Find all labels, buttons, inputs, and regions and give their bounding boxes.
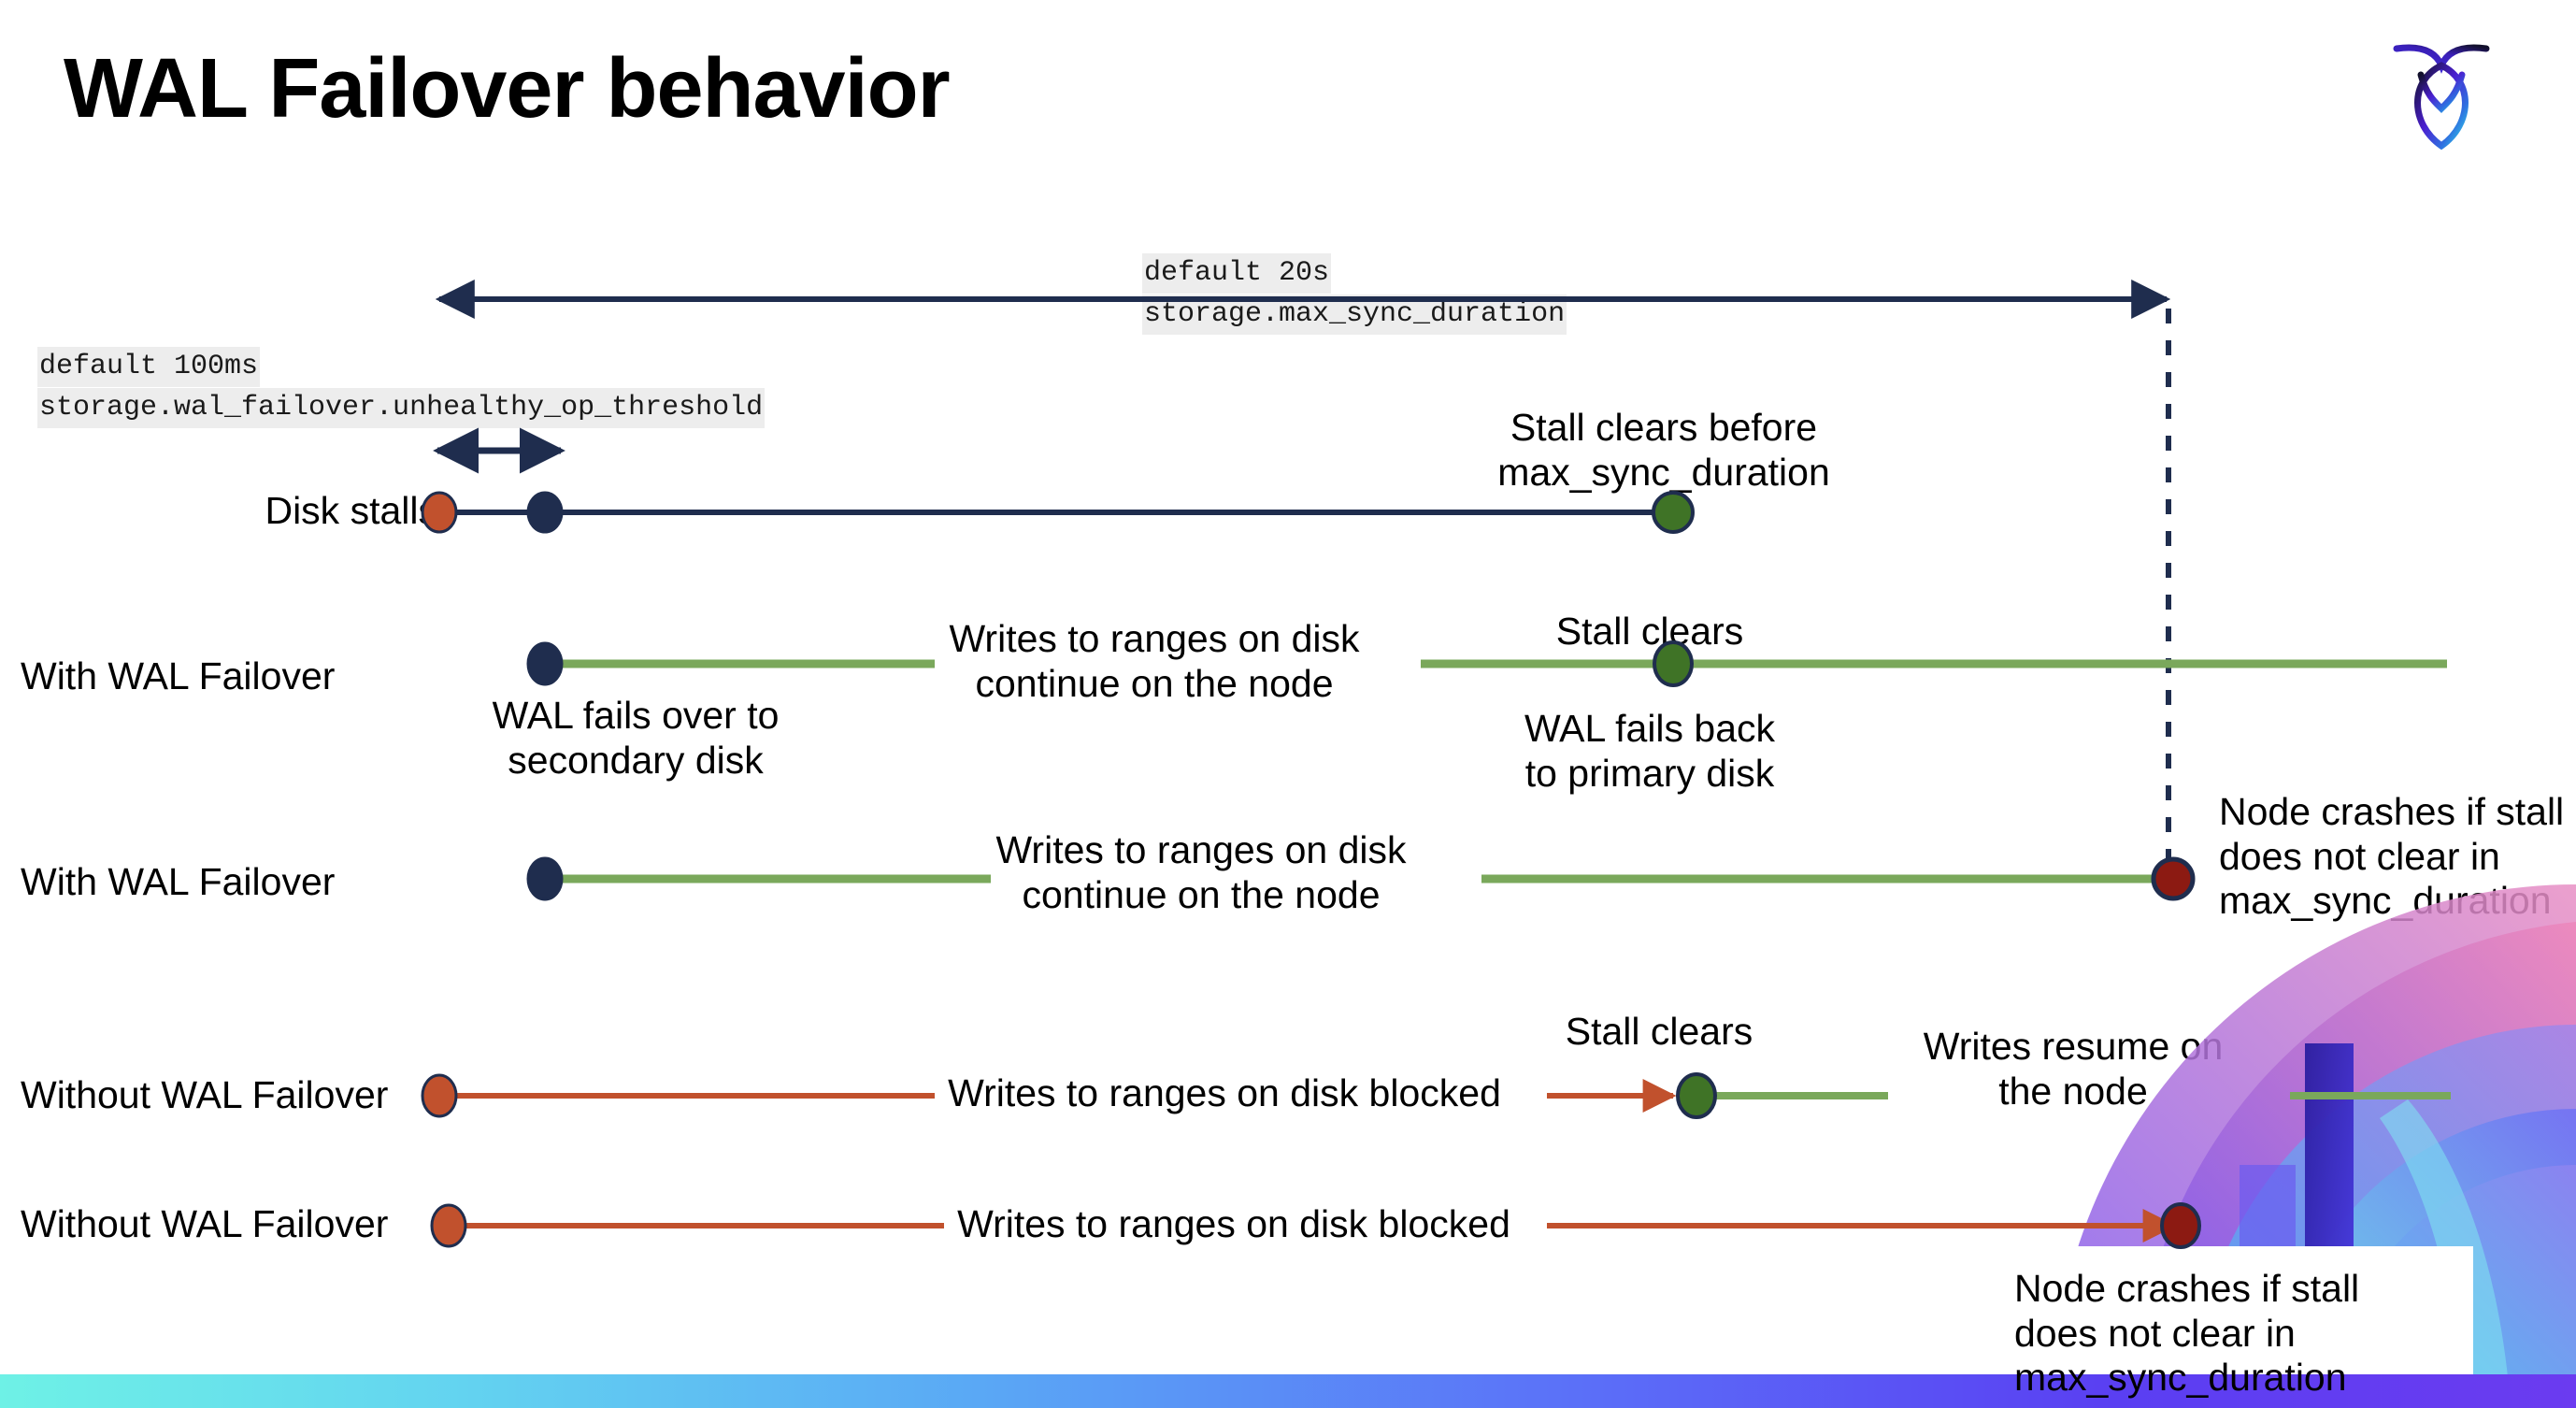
- note-writes-blocked-1: Writes to ranges on disk blocked: [948, 1071, 1501, 1114]
- note-node-crashes-1: Node crashes if stall does not clear in …: [2219, 790, 2565, 923]
- bottom-gradient-bar: [0, 1374, 2576, 1408]
- note-writes-continue-2: Writes to ranges on disk continue on the…: [995, 828, 1407, 916]
- note-wal-fails-over: WAL fails over to secondary disk: [492, 694, 780, 782]
- without-failover-2-start-dot: [430, 1203, 467, 1248]
- note-writes-continue-1: Writes to ranges on disk continue on the…: [949, 617, 1360, 705]
- wal-failover-1-start-dot: [526, 641, 564, 686]
- wal-failover-2-start-dot: [526, 856, 564, 901]
- unhealthy-default-label: default 100ms: [37, 347, 261, 387]
- wal-failover-1-clear-dot: [1653, 640, 1694, 687]
- without-failover-1-start-dot: [421, 1073, 458, 1118]
- without-failover-1-clear-dot: [1676, 1072, 1717, 1119]
- note-stall-clears-1: Stall clears: [1555, 610, 1744, 653]
- disk-stall-clear-dot: [1652, 491, 1695, 534]
- note-writes-resume: Writes resume on the node: [1923, 1025, 2224, 1113]
- without-failover-2-crash-dot: [2160, 1202, 2201, 1249]
- row-label-without-wal-failover-2: Without WAL Failover: [21, 1202, 389, 1245]
- note-stall-clears-before-max-sync: Stall clears before max_sync_duration: [1497, 406, 1830, 494]
- cockroachdb-logo: [2385, 28, 2497, 154]
- row-label-with-wal-failover-2: With WAL Failover: [21, 860, 336, 903]
- disk-stall-start-dot: [421, 491, 458, 534]
- disk-stall-failover-dot: [526, 491, 564, 534]
- page-title: WAL Failover behavior: [64, 42, 951, 136]
- note-stall-clears-2: Stall clears: [1565, 1010, 1753, 1053]
- row-label-without-wal-failover-1: Without WAL Failover: [21, 1073, 389, 1116]
- wal-failover-2-crash-dot: [2151, 856, 2196, 901]
- unhealthy-setting-label: storage.wal_failover.unhealthy_op_thresh…: [37, 388, 766, 428]
- row-label-with-wal-failover-1: With WAL Failover: [21, 654, 336, 697]
- note-node-crashes-2: Node crashes if stall does not clear in …: [2014, 1267, 2360, 1400]
- note-wal-fails-back: WAL fails back to primary disk: [1524, 707, 1776, 795]
- note-writes-blocked-2: Writes to ranges on disk blocked: [957, 1202, 1510, 1245]
